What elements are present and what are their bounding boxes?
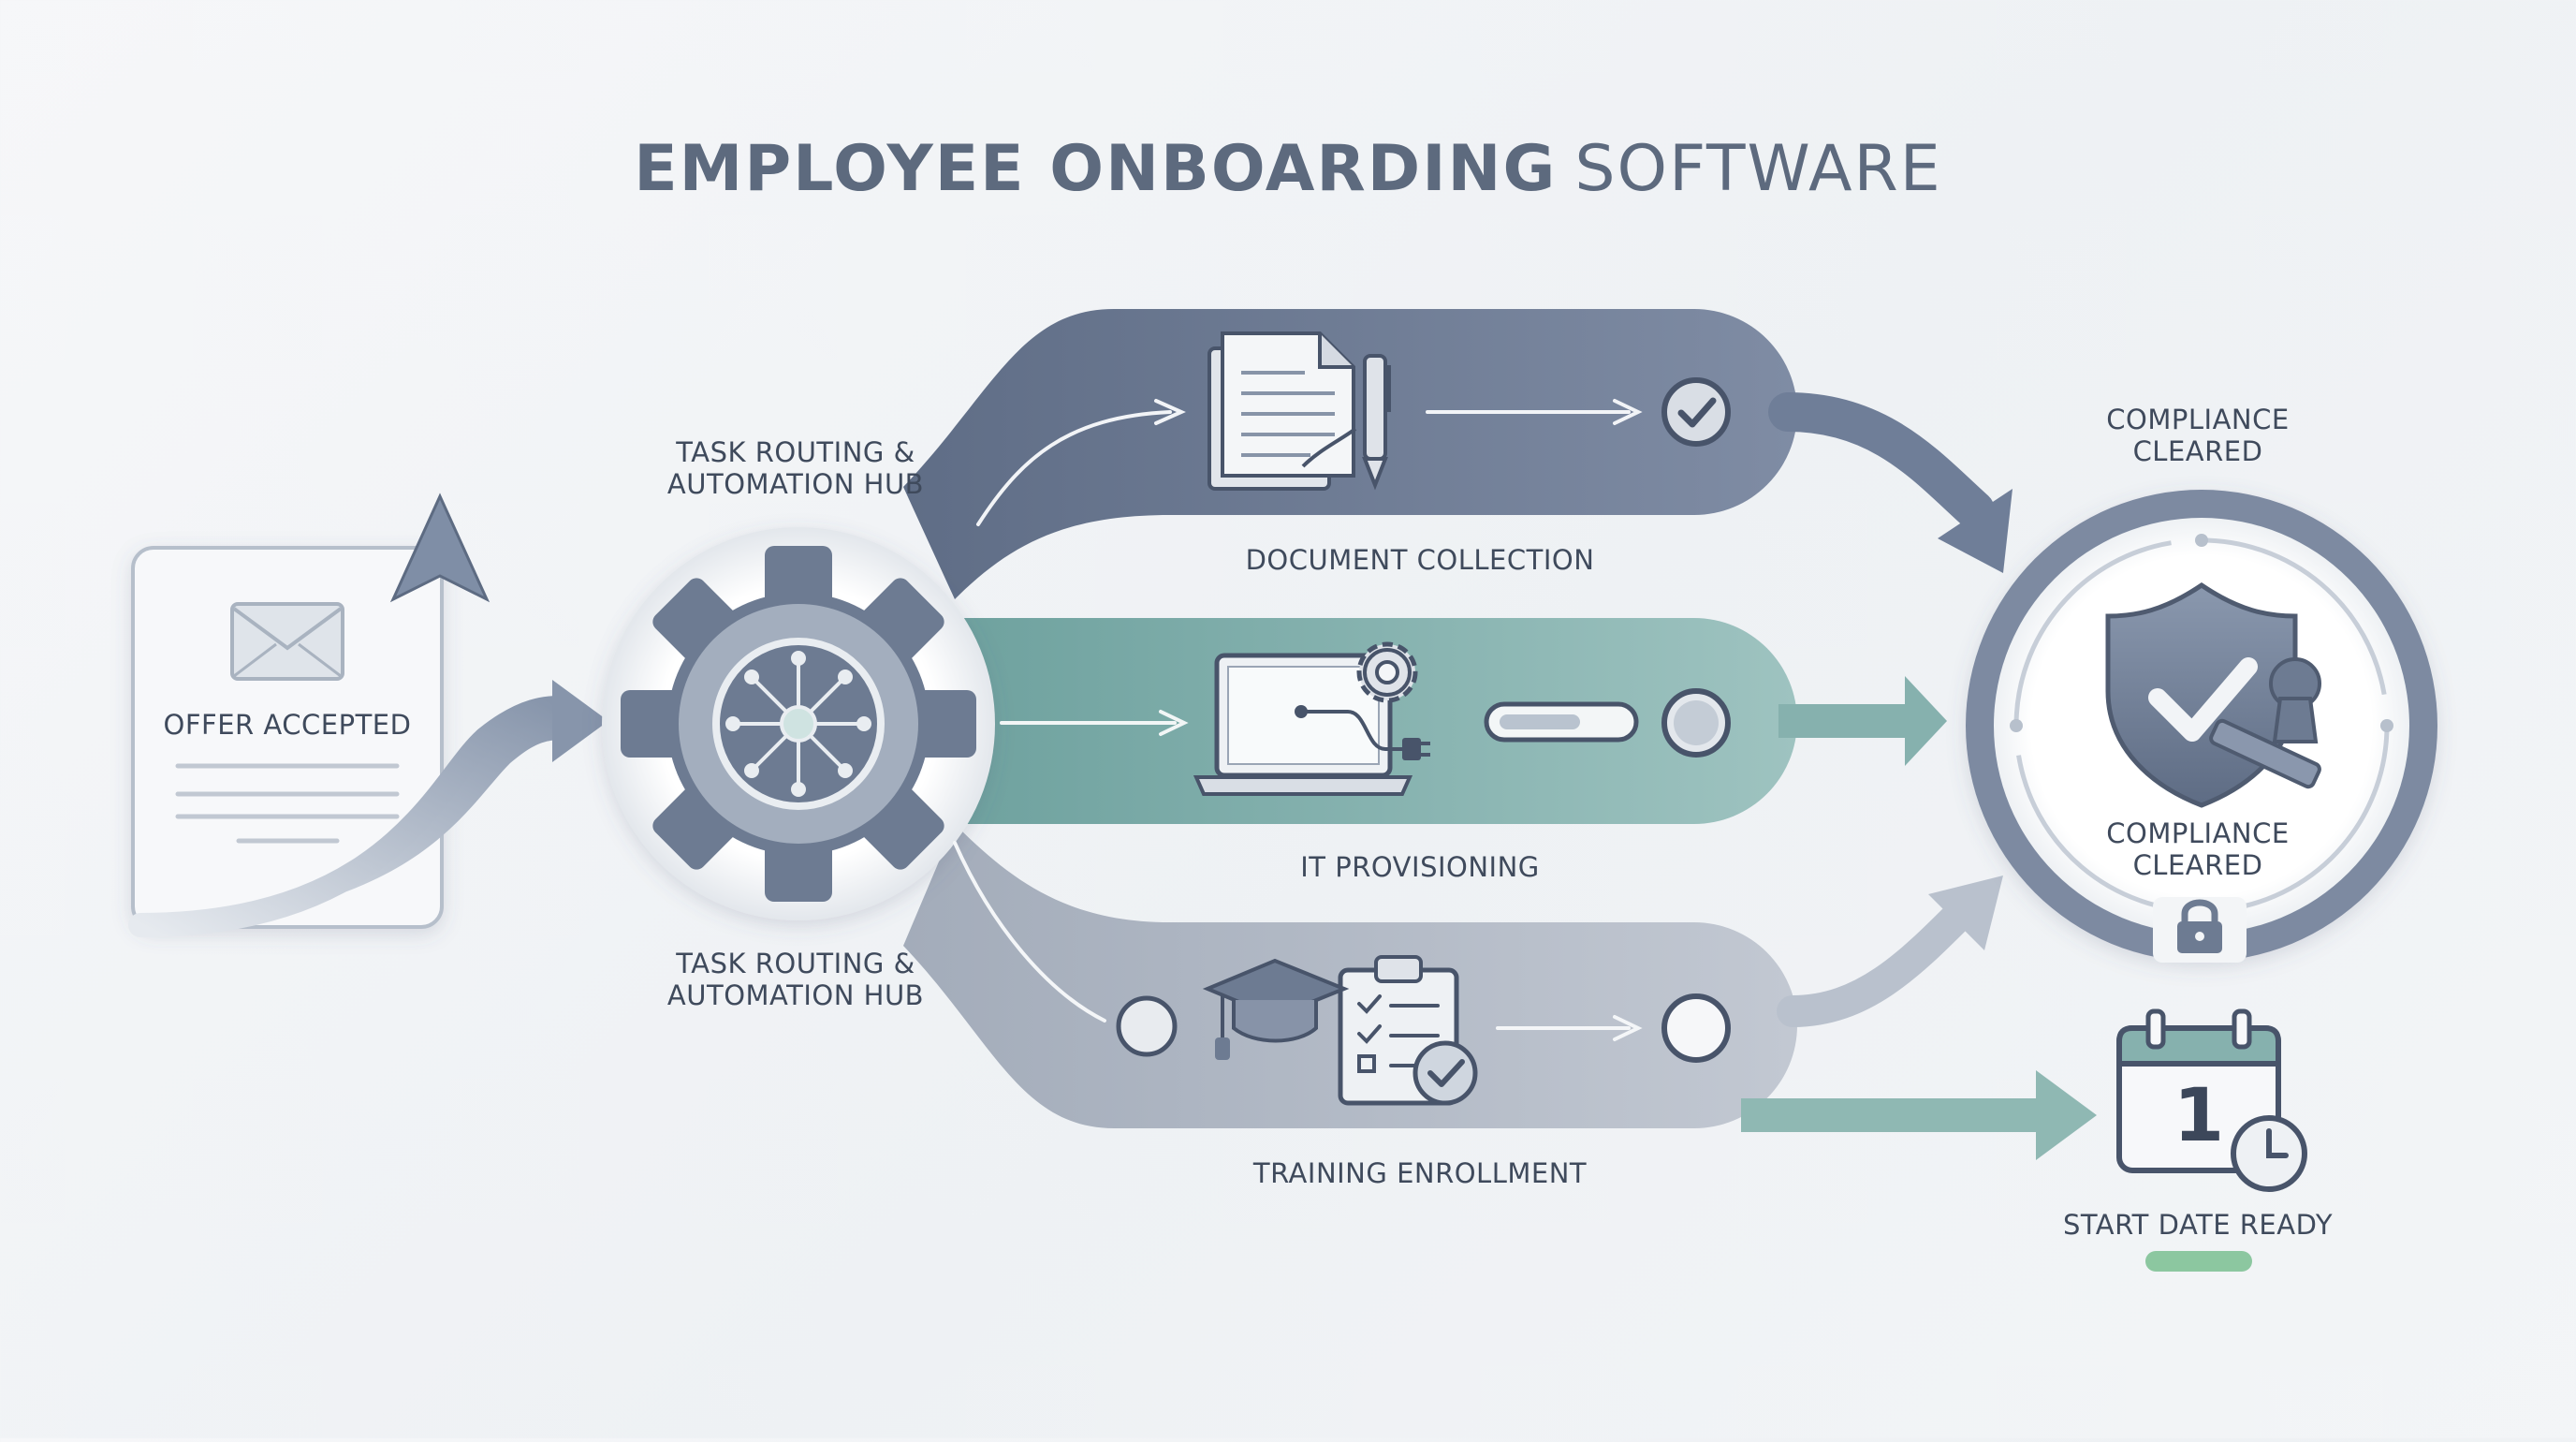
- hub-label-top-line2: AUTOMATION HUB: [667, 468, 924, 500]
- it-progress-bar: [1484, 701, 1639, 743]
- document-pen-icon: [1208, 331, 1391, 491]
- compliance-node: COMPLIANCE CLEARED: [1966, 490, 2437, 963]
- gear-network-icon: [621, 546, 976, 902]
- it-lane-flow: [1000, 710, 1189, 736]
- connector-training-to-start: [1741, 1070, 2097, 1160]
- lane-training-label: TRAINING ENROLLMENT: [1252, 1157, 1587, 1189]
- compliance-label-top-line2: CLEARED: [2133, 435, 2263, 467]
- title-light: SOFTWARE: [1574, 132, 1941, 206]
- compliance-label-inner-line2: CLEARED: [2133, 849, 2263, 881]
- start-date-ready-bar: [2145, 1251, 2252, 1272]
- lane-it-label: IT PROVISIONING: [1300, 851, 1540, 883]
- it-pending-status-icon: [1661, 688, 1731, 758]
- envelope-icon: [230, 602, 344, 681]
- hub-label-top-line1: TASK ROUTING &: [675, 436, 915, 468]
- training-pending-status-icon: [1661, 993, 1731, 1063]
- connector-it-to-compliance: [1778, 676, 1947, 766]
- document-lane-flow: [976, 399, 1643, 526]
- offer-card: [131, 546, 444, 929]
- lock-icon: [2153, 897, 2247, 963]
- calendar-clock-icon: 1: [2116, 1008, 2307, 1192]
- page-title: EMPLOYEE ONBOARDING SOFTWARE: [634, 132, 1942, 206]
- connector-training-to-compliance: [1777, 876, 2003, 1027]
- cursor-arrow-icon: [389, 493, 490, 603]
- hub-node: [602, 527, 995, 920]
- lane-document-label: DOCUMENT COLLECTION: [1246, 544, 1595, 576]
- connector-document-to-compliance: [1768, 392, 2012, 573]
- graduation-cap-clipboard-icon: [1202, 955, 1478, 1106]
- offer-text-lines: [175, 763, 400, 844]
- hub-label-bottom-line1: TASK ROUTING &: [675, 948, 915, 979]
- compliance-label-top-line1: COMPLIANCE: [2106, 404, 2289, 435]
- training-lane-flow: [953, 841, 1643, 1041]
- shield-check-stamp-icon: [2105, 581, 2321, 808]
- document-check-icon: [1661, 377, 1731, 447]
- title-bold: EMPLOYEE ONBOARDING: [634, 132, 1557, 206]
- start-date-label: START DATE READY: [2063, 1209, 2333, 1241]
- compliance-label-inner-line1: COMPLIANCE: [2106, 817, 2289, 849]
- training-start-node-icon: [1116, 995, 1178, 1057]
- calendar-day-glyph: 1: [2174, 1074, 2224, 1158]
- laptop-gear-icon: [1193, 641, 1430, 796]
- connector-offer-to-hub: [128, 680, 608, 937]
- hub-label-bottom-line2: AUTOMATION HUB: [667, 979, 924, 1011]
- offer-label: OFFER ACCEPTED: [164, 709, 412, 741]
